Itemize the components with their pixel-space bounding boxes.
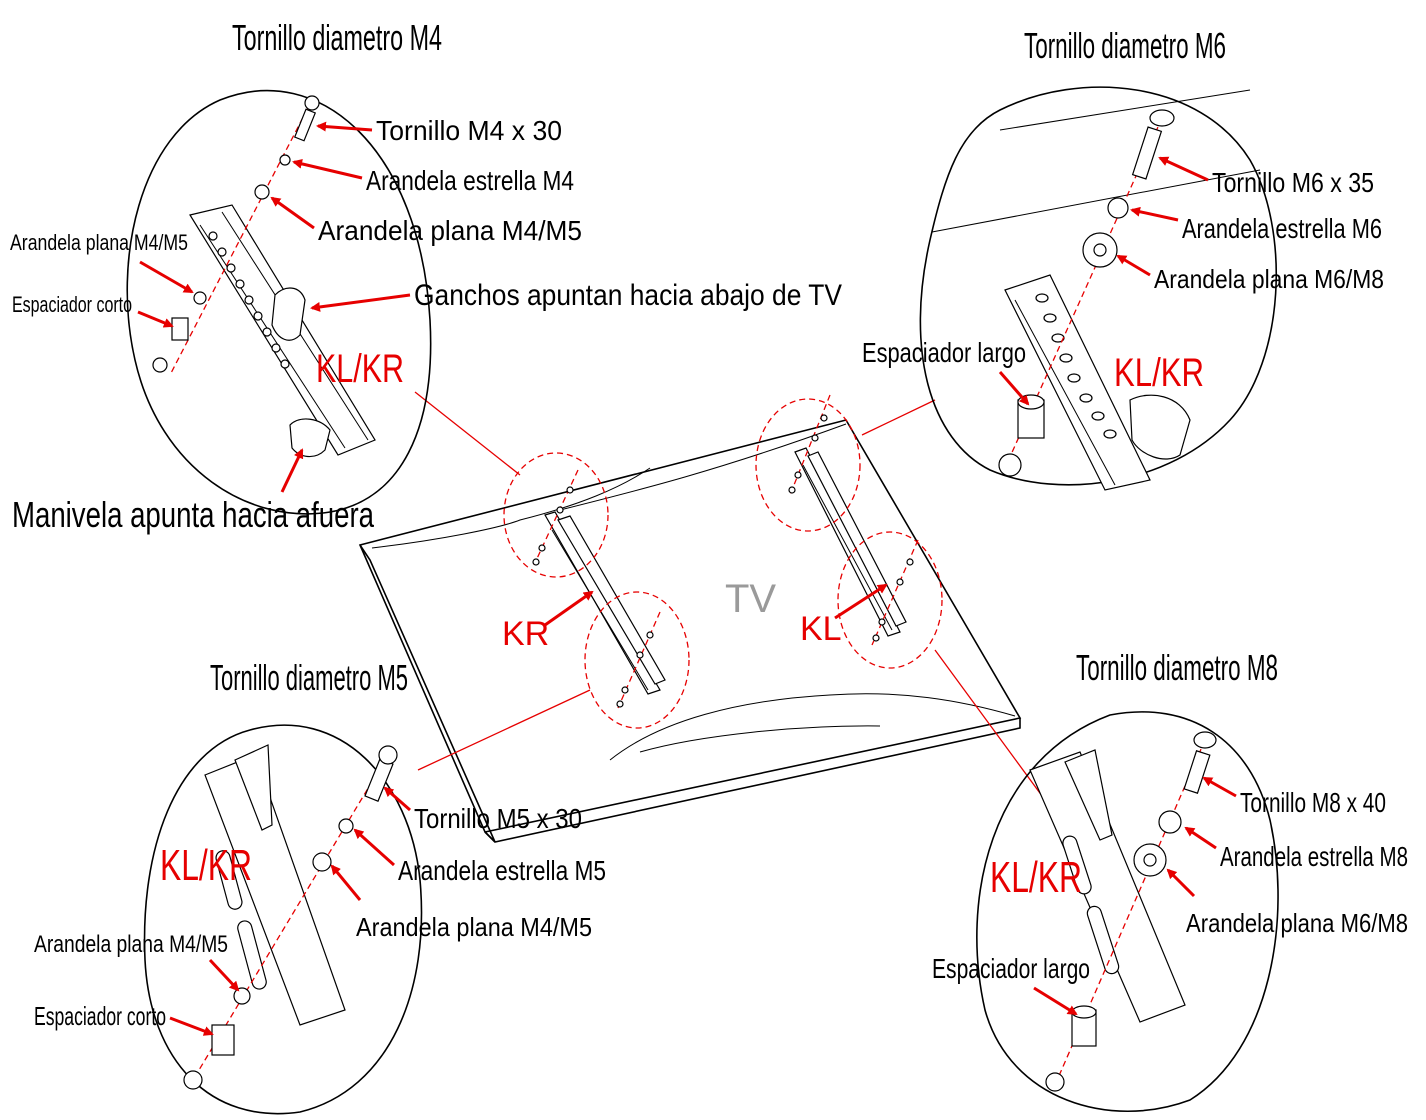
m8-star-washer-label: Arandela estrella M8	[1220, 841, 1408, 872]
m4-bracket-holes	[208, 231, 290, 369]
detail-marker-bottom-right	[837, 531, 943, 669]
connector-m5	[417, 689, 591, 771]
tv-hardware-stack-2	[616, 611, 661, 709]
m6-star-washer-label: Arandela estrella M6	[1182, 213, 1382, 244]
m5-title: Tornillo diametro M5	[210, 657, 408, 698]
m8-star-washer	[1158, 810, 1182, 834]
tv-bracket-kl	[794, 447, 907, 637]
m5-spacer	[211, 1024, 235, 1056]
m8-detail-circle	[976, 711, 1279, 1113]
m8-nut	[1045, 1072, 1065, 1092]
m4-flat-washer	[254, 184, 270, 200]
m6-screw	[1131, 126, 1163, 180]
tv-bracket-kr	[544, 511, 666, 695]
m4-star-washer-label: Arandela estrella M4	[366, 165, 574, 196]
m8-flat-washer-label: Arandela plana M6/M8	[1186, 908, 1408, 938]
m8-screw-label: Tornillo M8 x 40	[1240, 787, 1386, 818]
m8-spacer-label: Espaciador largo	[932, 953, 1090, 984]
m4-flat-washer-label: Arandela plana M4/M5	[318, 215, 582, 246]
detail-m6: Tornillo diametro M6 Tornillo M6 x 35 Ar…	[862, 25, 1384, 491]
m4-detail-circle	[126, 89, 432, 515]
m6-spacer-label: Espaciador largo	[862, 337, 1026, 368]
m5-nut	[183, 1070, 203, 1090]
tv-label: TV	[725, 577, 776, 621]
detail-marker-bottom-left	[584, 591, 690, 729]
m8-slot-2	[1086, 905, 1120, 975]
detail-marker-top-right	[755, 398, 861, 532]
m6-screw-label: Tornillo M6 x 35	[1212, 167, 1374, 198]
m4-crank	[289, 418, 331, 458]
m6-bracket-holes	[1035, 293, 1117, 439]
tv-panel: TV	[358, 419, 1022, 843]
m4-spacer	[171, 317, 189, 341]
m4-flat-washer-left-label: Arandela plana M4/M5	[10, 230, 188, 255]
kl-label: KL	[800, 610, 842, 648]
m5-flat-washer-left-label: Arandela plana M4/M5	[34, 931, 228, 958]
m5-flat-washer-label: Arandela plana M4/M5	[356, 912, 592, 942]
m5-flat-washer-left	[233, 987, 251, 1005]
m5-star-washer-label: Arandela estrella M5	[398, 855, 606, 886]
detail-m5: Tornillo diametro M5 Tornillo M5 x 30 Ar…	[34, 657, 606, 1115]
m5-screw-label: Tornillo M5 x 30	[414, 803, 582, 834]
connector-m4	[414, 391, 521, 476]
m4-flat-washer-left	[193, 291, 207, 305]
m8-brackets-label: KL/KR	[990, 853, 1082, 902]
kr-label: KR	[502, 615, 549, 653]
kr-arrow	[544, 590, 594, 627]
m6-flat-washer-label: Arandela plana M6/M8	[1154, 264, 1384, 294]
m4-crank-label: Manivela apunta hacia afuera	[12, 494, 375, 535]
m6-title: Tornillo diametro M6	[1024, 25, 1226, 66]
m5-screw	[364, 758, 394, 802]
m4-title: Tornillo diametro M4	[232, 17, 442, 58]
kl-arrow	[834, 583, 888, 620]
m4-screw	[293, 108, 317, 142]
m4-star-washer	[279, 154, 291, 166]
detail-m4: Tornillo diametro M4 Tornillo M4 x 30 Ar…	[10, 17, 842, 535]
m5-star-washer	[338, 818, 354, 834]
detail-m8: Tornillo diametro M8 Tornillo M8 x 40 Ar…	[932, 647, 1408, 1113]
tv-hardware-stack-3	[788, 394, 831, 496]
m5-flat-washer	[312, 852, 332, 872]
m5-brackets-label: KL/KR	[160, 841, 252, 890]
m6-detail-circle	[919, 86, 1278, 486]
m5-slot-2	[237, 920, 267, 990]
m4-spacer-label: Espaciador corto	[12, 292, 132, 317]
tv-hardware-stack-1	[532, 469, 579, 566]
m6-nut	[998, 453, 1022, 477]
m8-title: Tornillo diametro M8	[1076, 647, 1278, 688]
m6-star-washer	[1107, 197, 1129, 219]
m5-slot-1	[215, 850, 243, 910]
tv-hardware-stack-4	[871, 539, 919, 646]
m4-screw-label: Tornillo M4 x 30	[376, 115, 562, 146]
m4-hook	[271, 287, 306, 341]
detail-marker-top-left	[503, 452, 609, 578]
m8-screw	[1183, 750, 1211, 794]
m8-slot-1	[1062, 835, 1092, 895]
m4-hooks-label: Ganchos apuntan hacia abajo de TV	[414, 279, 842, 312]
m5-spacer-label: Espaciador corto	[34, 1001, 166, 1031]
m6-brackets-label: KL/KR	[1114, 351, 1204, 395]
connector-m8	[934, 649, 1046, 801]
connector-m6	[861, 399, 936, 436]
m4-nut	[152, 357, 168, 373]
m4-brackets-label: KL/KR	[316, 347, 404, 391]
